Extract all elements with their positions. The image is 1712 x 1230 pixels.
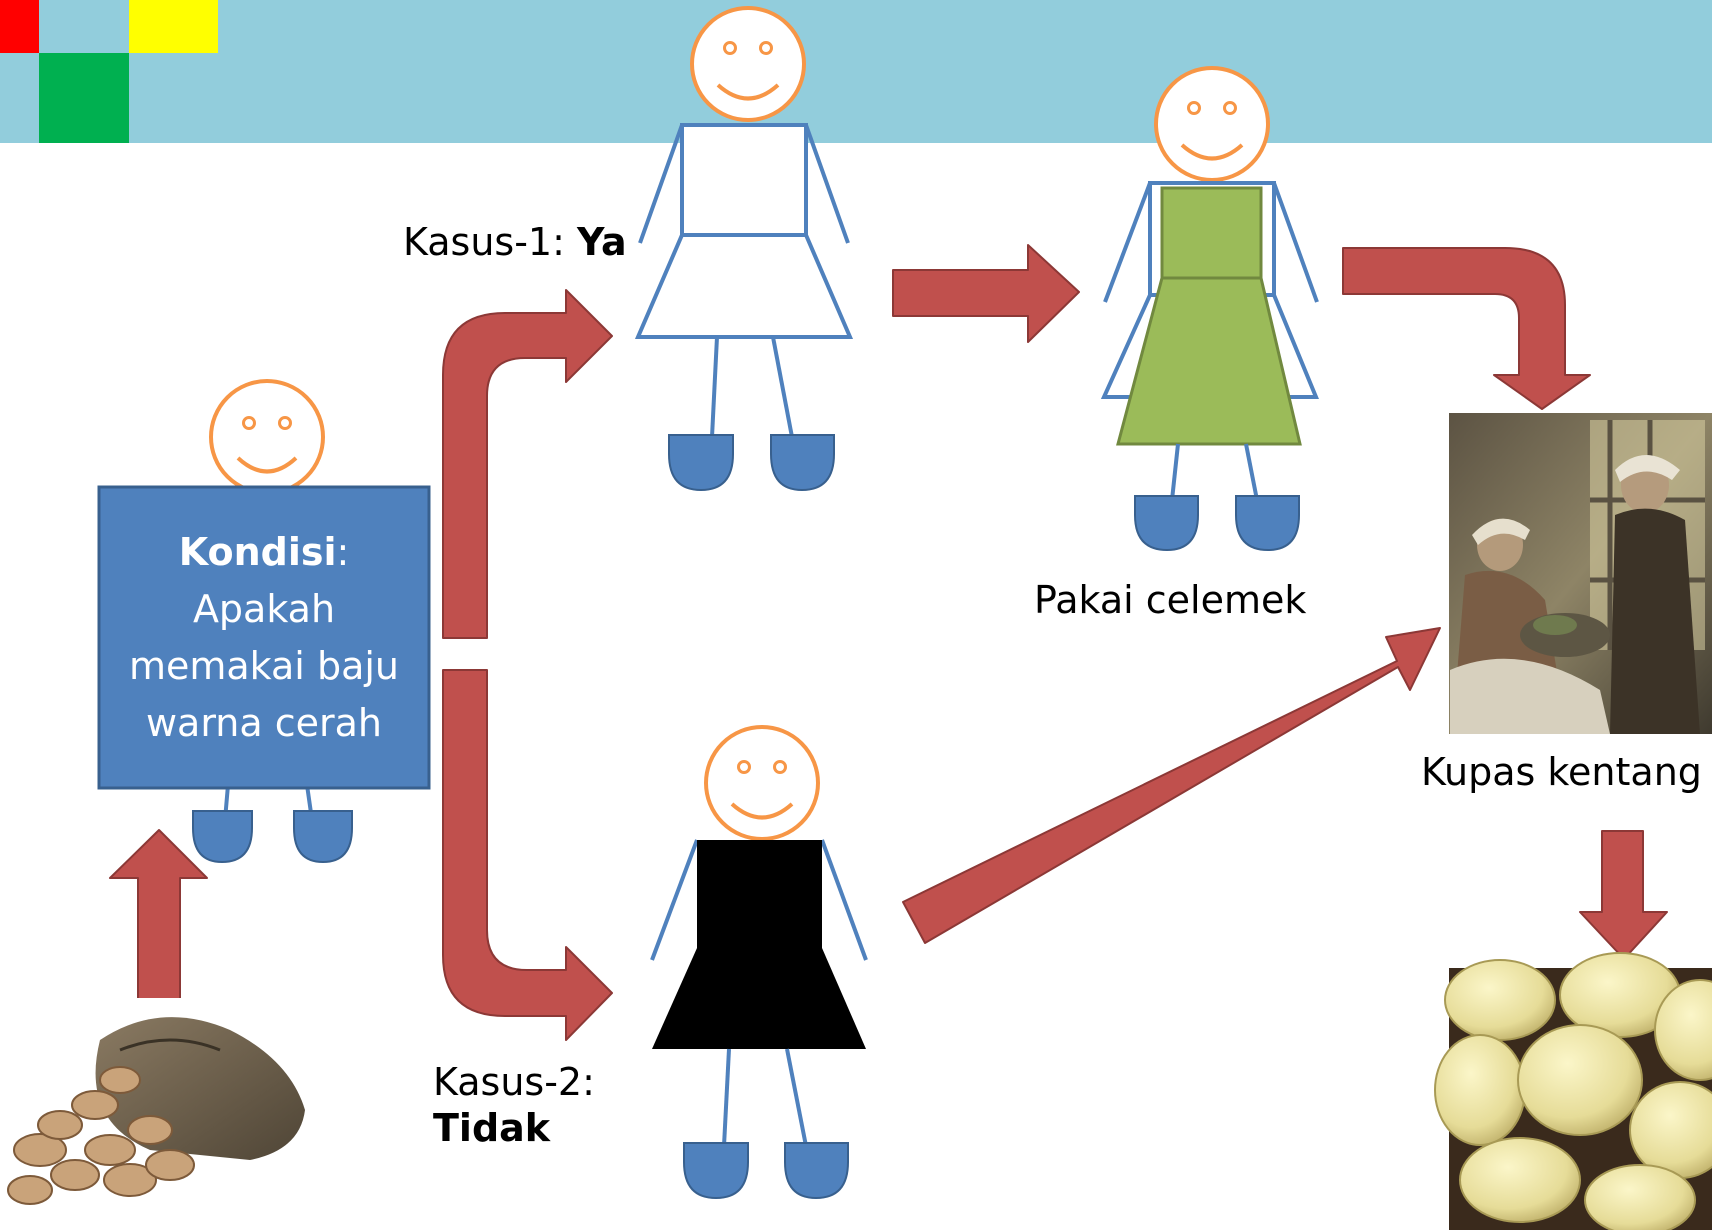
case1-prefix: Kasus-1: <box>403 220 577 264</box>
kitchen-painting-image <box>1449 413 1712 734</box>
arrow-bend-painting <box>1342 247 1591 410</box>
condition-box <box>97 485 431 790</box>
case2-label: Kasus-2: Tidak <box>433 1060 595 1151</box>
apron-skirt <box>1116 276 1302 446</box>
arrow-curve-case2 <box>442 669 613 1041</box>
condition-title: Kondisi <box>178 529 337 574</box>
case2-figure-foot-left <box>683 1142 749 1200</box>
apron-figure-foot-right <box>1235 495 1300 552</box>
arrows <box>109 244 1668 1041</box>
corner-square-red <box>0 0 39 53</box>
arrow-curve-case1 <box>442 289 613 639</box>
peel-label: Kupas kentang <box>1421 750 1702 794</box>
case2-figure-face <box>704 725 820 841</box>
peeled-potatoes-image <box>1434 952 1712 1230</box>
case2-figure-top <box>697 840 822 950</box>
arrow-diagonal-painting <box>902 627 1441 944</box>
condition-line-3: warna cerah <box>145 700 383 745</box>
arrow-to-apron <box>892 244 1080 343</box>
potato-sack-image <box>7 998 329 1216</box>
case1-label: Kasus-1: Ya <box>403 220 627 266</box>
apron-figure <box>1100 66 1319 552</box>
arrow-down-potatoes <box>1579 830 1668 960</box>
case2-answer: Tidak <box>433 1105 551 1150</box>
case2-figure <box>650 725 868 1200</box>
condition-title-line: Kondisi: <box>179 524 350 581</box>
case2-prefix: Kasus-2: <box>433 1060 595 1104</box>
corner-square-yellow <box>129 0 218 53</box>
condition-colon: : <box>336 529 350 574</box>
condition-figure-face <box>209 379 325 495</box>
apron-bib <box>1160 186 1263 280</box>
apron-figure-face <box>1154 66 1270 182</box>
apron-figure-foot-left <box>1134 495 1199 552</box>
case1-figure-foot-right <box>770 434 835 492</box>
case1-figure <box>634 6 854 492</box>
condition-figure-foot-left <box>192 810 253 864</box>
case2-figure-foot-right <box>784 1142 849 1200</box>
case1-figure-foot-left <box>668 434 734 492</box>
condition-text: Kondisi: Apakah memakai baju warna cerah <box>99 487 429 788</box>
arrow-up-sack <box>109 829 208 1001</box>
condition-figure-foot-right <box>293 810 353 864</box>
case1-figure-face <box>690 6 806 122</box>
case2-figure-skirt <box>652 948 866 1049</box>
header-band <box>0 0 1712 143</box>
condition-line-2: memakai baju <box>128 643 399 688</box>
condition-line-1: Apakah <box>192 586 336 631</box>
case1-answer: Ya <box>577 220 627 264</box>
apron-label: Pakai celemek <box>1034 578 1307 622</box>
corner-square-green <box>39 53 129 143</box>
case1-figure-skirt <box>634 233 854 339</box>
case1-figure-top <box>680 123 808 237</box>
condition-figure <box>97 379 431 864</box>
